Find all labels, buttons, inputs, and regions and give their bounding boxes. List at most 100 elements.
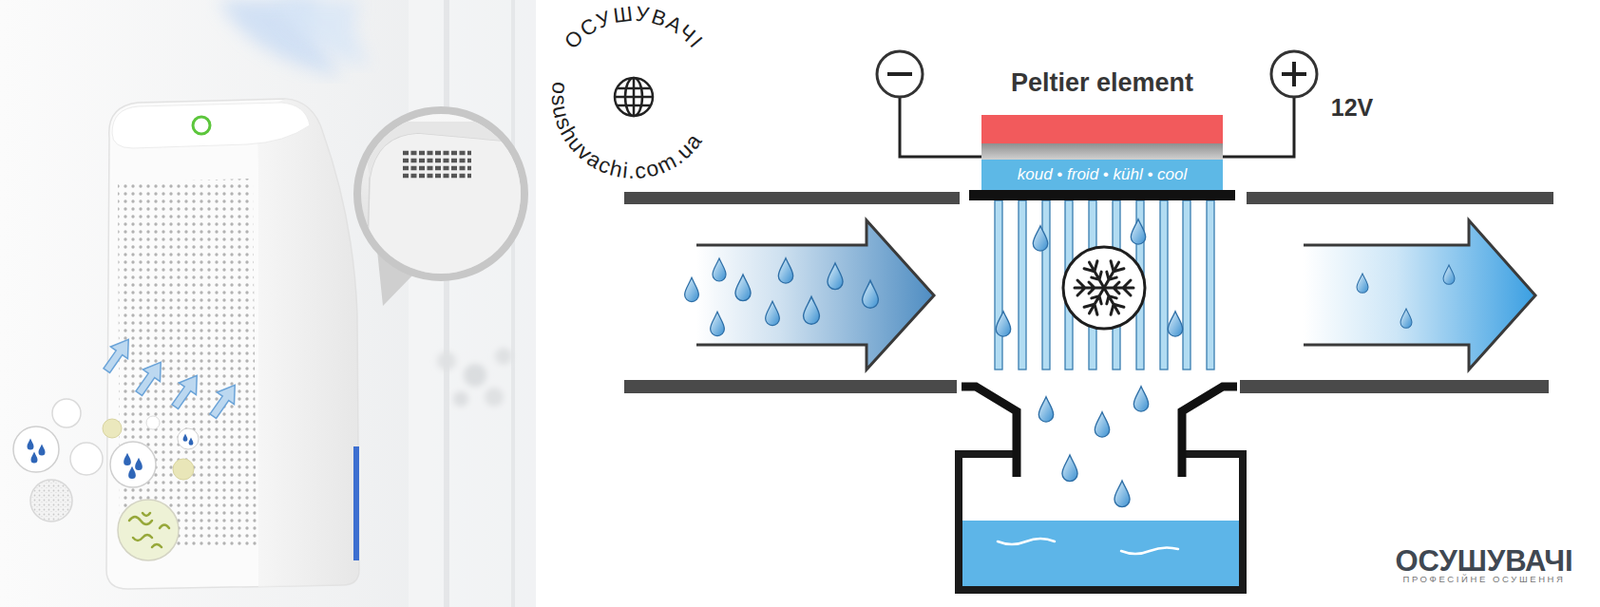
- cold-side-label: koud • froid • kühl • cool: [981, 159, 1223, 191]
- water-drops: [827, 263, 843, 290]
- particle-circles: [134, 457, 143, 471]
- particle-circles: [117, 499, 179, 561]
- window-background: [408, 0, 536, 607]
- plus-terminal: [1271, 51, 1317, 97]
- window-background: [443, 0, 450, 607]
- particle-circles: [172, 458, 194, 480]
- outflow-arrow: [1303, 220, 1536, 370]
- duct-walls: [624, 191, 960, 205]
- outflow-arrow: [1303, 220, 1536, 370]
- globe-icon: [617, 87, 650, 91]
- dehumidifier-body: [353, 446, 360, 561]
- logo-arc-text: ОСУШУВАЧІ: [559, 0, 709, 54]
- duct-walls: [624, 191, 1554, 394]
- dehumidifier-body: [192, 116, 210, 134]
- brand-tagline: ПРОФЕСІЙНЕ ОСУШЕННЯ: [1360, 572, 1600, 587]
- water-drops: [685, 277, 700, 302]
- particle-circles: [52, 399, 81, 428]
- dehumidifier-photo: [0, 0, 536, 607]
- globe-icon: [614, 77, 653, 116]
- inflow-arrow: [696, 220, 934, 370]
- dehumidifier-photo: [0, 0, 536, 607]
- particle-circles: [123, 453, 132, 466]
- peltier-element: Peltier elementkoud • froid • kühl • coo…: [981, 114, 1223, 191]
- water-drops: [1114, 480, 1130, 508]
- component-title: Peltier element: [952, 65, 1252, 100]
- cooling-fins: [994, 200, 1003, 370]
- particle-circles: [70, 442, 103, 476]
- minus-terminal: [887, 72, 913, 77]
- particle-circles: [177, 428, 199, 450]
- inflow-arrow: [696, 220, 934, 370]
- water-drops: [735, 274, 751, 302]
- drain-funnel: [961, 386, 1017, 477]
- airflow-arrows: [166, 369, 206, 413]
- minus-terminal: [876, 51, 923, 97]
- globe-icon: [614, 95, 653, 99]
- particle-circles: [110, 441, 156, 488]
- particle-circles: [102, 419, 122, 439]
- particle-circles: [31, 480, 72, 521]
- particle-circles: [146, 416, 160, 430]
- circular-logo: ОСУШУВАЧІ: [559, 0, 709, 54]
- water-drops: [1167, 311, 1182, 337]
- particle-circles: [183, 433, 189, 441]
- window-background: [463, 363, 487, 387]
- window-background: [495, 347, 513, 365]
- water-drops: [1443, 265, 1455, 285]
- magnifier-callout: [402, 152, 472, 176]
- hot-plate: [981, 114, 1223, 144]
- cooling-fins: [994, 200, 1215, 370]
- outflow-arrow: [1303, 220, 1536, 370]
- airflow-arrows: [204, 379, 244, 422]
- snowflake-symbol: [1097, 258, 1125, 292]
- circular-logo: ОСУШУВАЧІ osushuvachi.com.ua: [547, 0, 709, 184]
- duct-walls: [624, 380, 957, 394]
- voltage-label: 12V: [1318, 92, 1386, 123]
- snowflake-symbol: [1063, 247, 1145, 329]
- particle-circles: [30, 479, 73, 522]
- water-drops: [1032, 226, 1048, 251]
- snowflake-symbol: [1063, 247, 1145, 329]
- dehumidifier-body: [117, 178, 257, 550]
- water-drops: [1130, 219, 1145, 245]
- water-drops: [1038, 397, 1053, 422]
- dehumidifier-body: [106, 98, 360, 590]
- water-tank: [997, 538, 1055, 545]
- particle-circles: [38, 444, 46, 457]
- window-background: [408, 0, 536, 607]
- water-tank: [1121, 547, 1179, 554]
- water-drops: [1133, 386, 1148, 412]
- window-background: [437, 347, 513, 407]
- air-outflow: [275, 0, 371, 67]
- plus-terminal: [1271, 51, 1317, 97]
- water-drops: [712, 258, 726, 282]
- water-drops: [1400, 308, 1412, 328]
- cooling-fins: [1182, 200, 1191, 370]
- globe-icon: [617, 104, 650, 108]
- heat-sink-base: [969, 190, 1236, 201]
- cooling-fins: [1160, 200, 1168, 370]
- duct-walls: [1246, 191, 1554, 205]
- dehumidifier-body: [106, 98, 360, 590]
- cooling-fins: [1042, 200, 1050, 370]
- cooling-fins: [1018, 200, 1027, 370]
- water-tank: [958, 454, 1243, 591]
- water-drops: [685, 219, 1455, 508]
- power-wires: [1222, 96, 1295, 157]
- magnifier-callout: [357, 110, 525, 306]
- inflow-arrow: [696, 220, 934, 370]
- water-drops: [778, 258, 793, 284]
- ceramic-layer: [981, 143, 1223, 160]
- globe-icon: [614, 77, 653, 116]
- magnifier-callout: [361, 121, 523, 286]
- particle-circles: [13, 426, 59, 473]
- water-drops: [765, 301, 781, 325]
- water-drops: [1062, 455, 1078, 482]
- minus-terminal: [876, 51, 923, 97]
- drain-funnel: [961, 386, 1238, 477]
- duct-walls: [1239, 380, 1549, 394]
- power-wires: [899, 96, 982, 157]
